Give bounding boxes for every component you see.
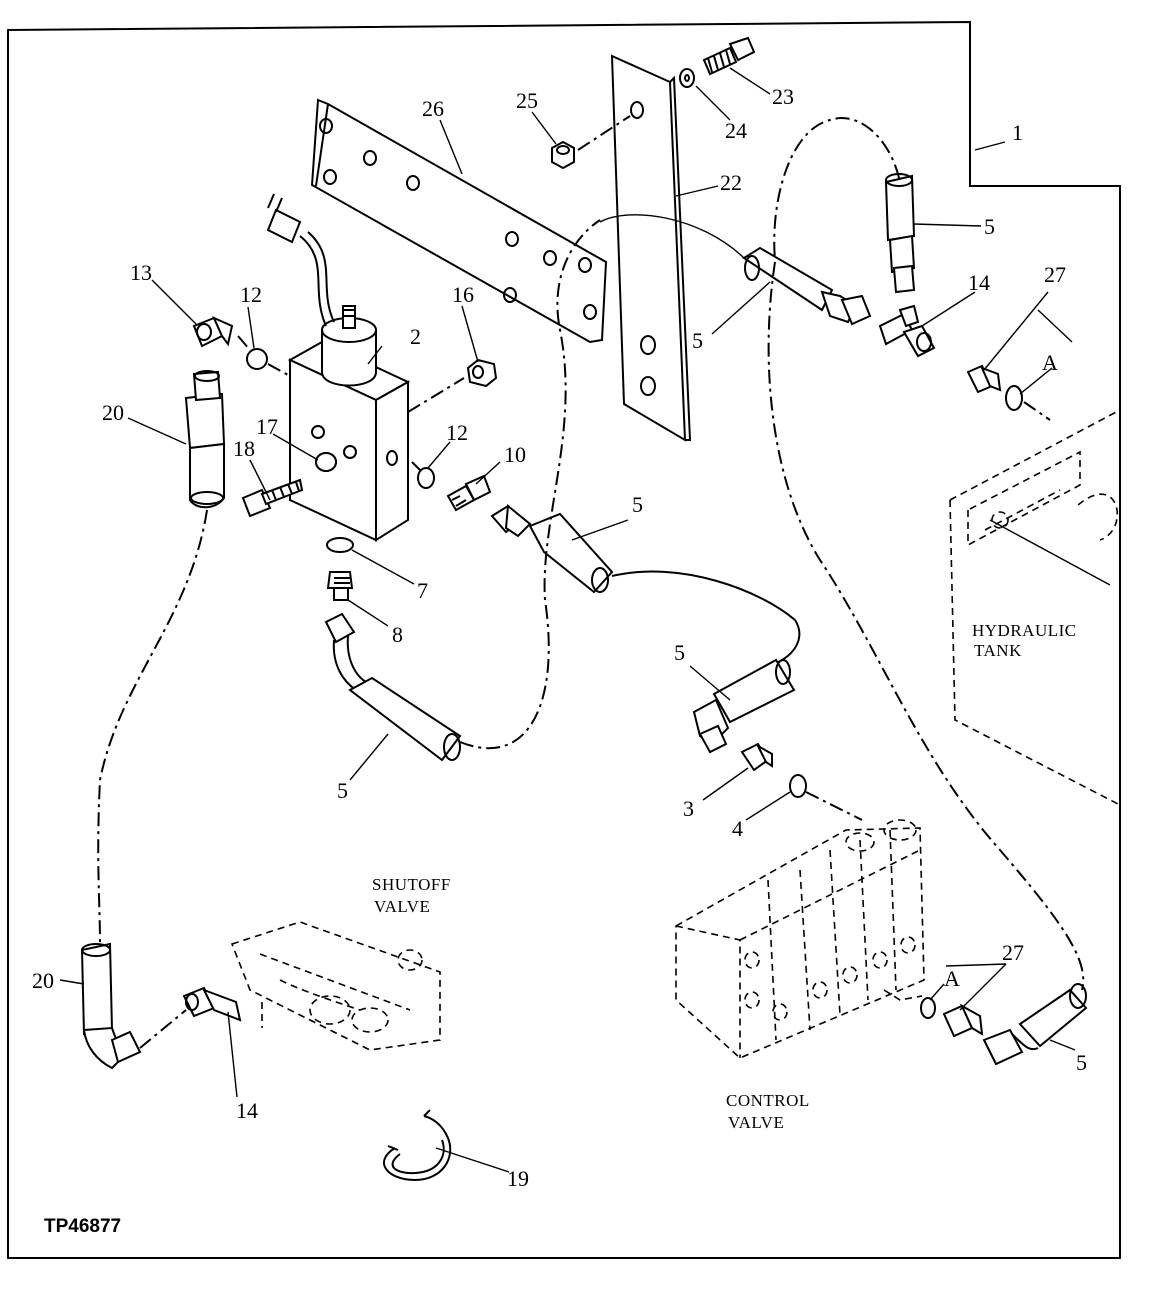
callout-20-lower: 20 [32,968,54,993]
fitting-10 [446,474,492,512]
callout-26: 26 [422,96,444,121]
mounting-plate-26 [310,98,608,344]
solenoid-valve-2 [266,193,411,542]
clamp-19 [382,1109,452,1182]
callout-27-lower: 27 [1002,940,1024,965]
shutoff-valve-outline [230,921,441,1051]
route-line-16 [407,377,465,413]
callout-25: 25 [516,88,538,113]
callout-8: 8 [392,622,403,647]
control-valve-outline [675,819,925,1059]
o-ring-12-upper [246,348,268,370]
callout-12-upper: 12 [240,282,262,307]
route-line-12-right [411,461,421,471]
callout-14-upper: 14 [968,270,990,295]
tee-fitting-14-upper [878,304,936,358]
callout-5-tank-hose: 5 [984,214,995,239]
fitting-8 [326,571,354,601]
callout-23: 23 [772,84,794,109]
hose-5-center [490,504,801,666]
route-line-12-left [267,363,291,377]
leader-lines [59,67,1076,1173]
callout-19: 19 [507,1166,529,1191]
callout-27-upper: 27 [1044,262,1066,287]
bracket-22 [610,54,692,442]
callout-1: 1 [1012,120,1023,145]
o-ring-12-side [417,467,435,489]
hose-5-control-valve [982,983,1088,1066]
fitting-27-upper [966,364,1023,411]
callout-14-lower: 14 [236,1098,258,1123]
callout-10: 10 [504,442,526,467]
callout-7: 7 [417,578,428,603]
callout-3: 3 [683,796,694,821]
callout-A-lower: A [944,966,960,991]
callout-5-right: 5 [674,640,685,665]
hose-20-upper [97,370,226,946]
callout-16: 16 [452,282,474,307]
callout-12-side: 12 [446,420,468,445]
hose-5-upper-tank [599,214,872,326]
hose-20-lower [80,942,187,1070]
callout-2: 2 [410,324,421,349]
callout-5-lower: 5 [337,778,348,803]
caption-control-valve: VALVE [728,1113,784,1132]
route-line-4-valve [805,791,863,821]
tee-fitting-14-lower [182,986,242,1022]
caption-shutoff-valve: VALVE [374,897,430,916]
callout-20-upper: 20 [102,400,124,425]
figure-code: TP46877 [44,1216,121,1237]
washer-17 [315,452,337,472]
hydraulic-tank [949,409,1121,806]
washer-24 [679,68,695,88]
caption-hydraulic: HYDRAULIC [972,621,1077,640]
cap-screw-18 [241,478,304,518]
route-line-fitting-27 [1023,401,1051,421]
hose-5-right-lower [692,658,796,754]
callout-17: 17 [256,414,278,439]
callout-22: 22 [720,170,742,195]
callout-4: 4 [732,816,743,841]
caption-shutoff: SHUTOFF [372,875,451,894]
fitting-3 [740,742,773,772]
nut-16 [466,358,498,388]
callout-24: 24 [725,118,747,143]
elbow-fitting-13 [192,316,234,348]
nut-25 [551,115,631,170]
caption-tank: TANK [974,641,1022,660]
callout-5-upper: 5 [692,328,703,353]
callout-13: 13 [130,260,152,285]
route-line-tank-return [767,261,1085,991]
caption-control: CONTROL [726,1091,810,1110]
callout-5-center: 5 [632,492,643,517]
cap-screw-23 [702,36,756,76]
fitting-27-lower [920,997,984,1038]
o-ring-4 [789,774,807,798]
callout-A-upper: A [1042,350,1058,375]
frame-border [7,20,1121,1259]
callout-18: 18 [233,436,255,461]
route-line-13 [237,335,251,351]
hose-5-lower-left [324,219,601,762]
callout-5-control: 5 [1076,1050,1087,1075]
hose-5-tank-vertical [773,117,916,294]
o-ring-7 [326,537,354,553]
